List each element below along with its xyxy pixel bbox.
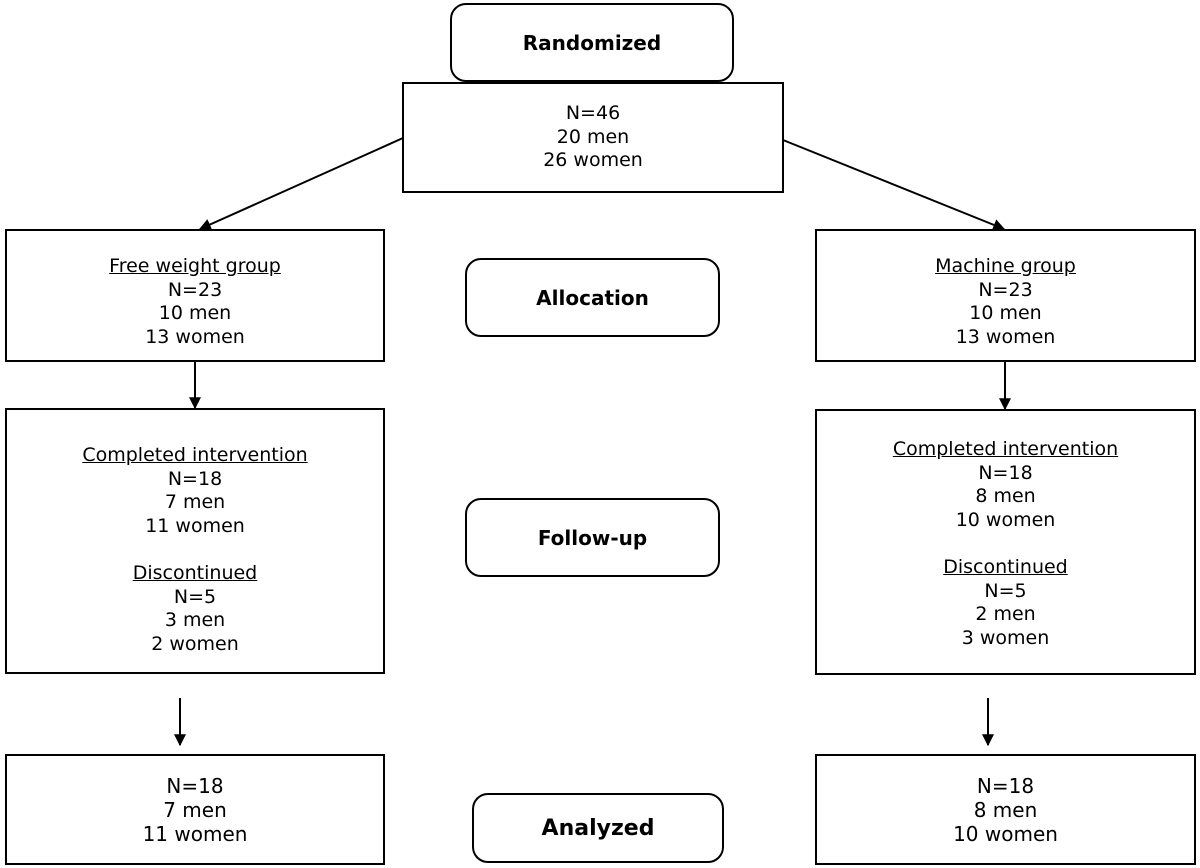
free-weight-group-n: N=23 bbox=[167, 278, 223, 301]
right-completed-title: Completed intervention bbox=[892, 438, 1119, 460]
free-weight-group-box: Free weight group N=23 10 men 13 women bbox=[5, 229, 385, 362]
free-weight-group-title: Free weight group bbox=[109, 255, 281, 277]
machine-followup-box: Completed intervention N=18 8 men 10 wom… bbox=[815, 409, 1196, 675]
right-discontinued-title: Discontinued bbox=[943, 556, 1068, 578]
machine-group-box: Machine group N=23 10 men 13 women bbox=[815, 229, 1196, 362]
right-analyzed-men: 8 men bbox=[973, 797, 1038, 822]
left-discontinued-n: N=5 bbox=[173, 585, 217, 608]
machine-group-n: N=23 bbox=[978, 278, 1033, 301]
stage-randomized-label: Randomized bbox=[522, 30, 662, 55]
machine-group-women: 13 women bbox=[955, 325, 1056, 348]
left-discontinued-women: 2 women bbox=[151, 632, 239, 655]
stage-analyzed-label: Analyzed bbox=[541, 815, 655, 841]
left-completed-title: Completed intervention bbox=[82, 444, 308, 466]
left-completed-men: 7 men bbox=[164, 491, 226, 513]
stage-follow-up-label: Follow-up bbox=[537, 525, 648, 550]
stage-allocation: Allocation bbox=[465, 258, 720, 337]
arrow-randomized-to-machine bbox=[782, 139, 1006, 231]
arrow-randomized-to-free-weight bbox=[198, 137, 404, 231]
left-completed-n: N=18 bbox=[167, 467, 223, 490]
stage-allocation-label: Allocation bbox=[536, 285, 649, 310]
right-discontinued-men: 2 men bbox=[975, 603, 1036, 625]
stage-randomized: Randomized bbox=[450, 3, 734, 82]
machine-group-title: Machine group bbox=[935, 255, 1076, 277]
right-discontinued-n: N=5 bbox=[984, 579, 1027, 602]
right-completed-n: N=18 bbox=[978, 461, 1033, 484]
right-discontinued-women: 3 women bbox=[961, 626, 1050, 649]
free-weight-group-women: 13 women bbox=[145, 325, 245, 348]
free-weight-group-men: 10 men bbox=[158, 302, 232, 324]
machine-analyzed-box: N=18 8 men 10 women bbox=[815, 754, 1196, 865]
left-completed-women: 11 women bbox=[145, 514, 245, 537]
left-analyzed-men: 7 men bbox=[163, 797, 227, 822]
free-weight-analyzed-box: N=18 7 men 11 women bbox=[5, 754, 385, 865]
left-analyzed-women: 11 women bbox=[142, 821, 248, 846]
randomized-total-box: N=46 20 men 26 women bbox=[402, 82, 784, 193]
right-analyzed-women: 10 women bbox=[953, 821, 1058, 846]
right-completed-men: 8 men bbox=[975, 485, 1036, 507]
free-weight-followup-box: Completed intervention N=18 7 men 11 wom… bbox=[5, 408, 385, 674]
stage-analyzed: Analyzed bbox=[472, 793, 724, 863]
randomized-n: N=46 bbox=[565, 102, 621, 125]
right-analyzed-n: N=18 bbox=[976, 773, 1035, 798]
left-analyzed-n: N=18 bbox=[166, 773, 224, 798]
left-discontinued-men: 3 men bbox=[164, 609, 226, 631]
randomized-men: 20 men bbox=[556, 125, 630, 148]
right-completed-women: 10 women bbox=[955, 508, 1056, 531]
randomized-women: 26 women bbox=[543, 149, 643, 172]
stage-follow-up: Follow-up bbox=[465, 498, 720, 577]
left-discontinued-title: Discontinued bbox=[132, 562, 258, 584]
machine-group-men: 10 men bbox=[969, 302, 1042, 324]
